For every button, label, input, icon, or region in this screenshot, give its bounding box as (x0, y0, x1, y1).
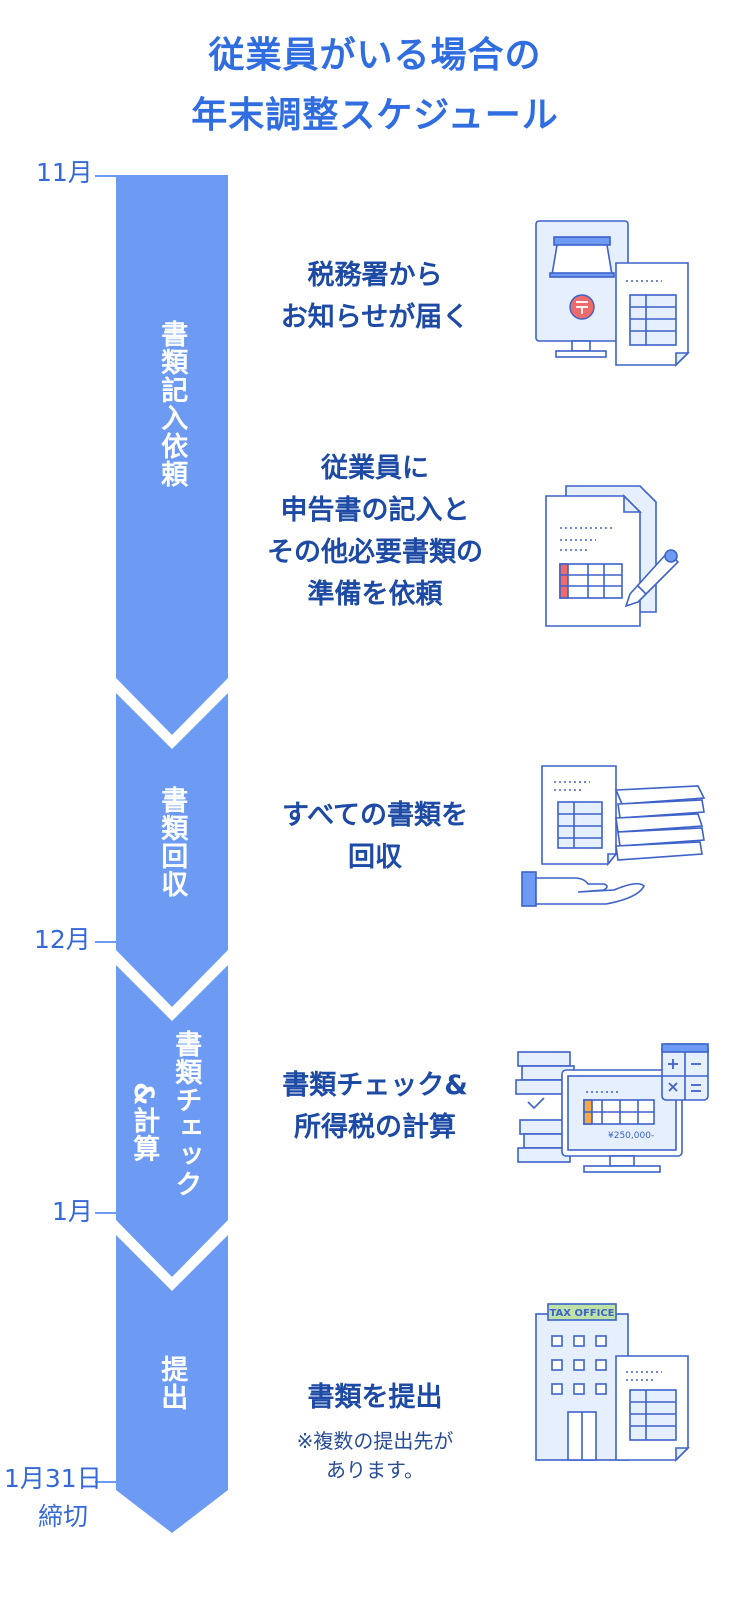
timeline-segment-request (116, 175, 228, 735)
stage-label-submit: 提出 (156, 1355, 188, 1411)
step-check-text: 書類チェック& 所得税の計算 (282, 1070, 468, 1143)
amount-label: ¥250,000- (608, 1131, 654, 1141)
form-with-pencil-icon (545, 485, 680, 627)
month-label-nov: 11月 (36, 158, 93, 187)
step-submit-block: 書類を提出 ※複数の提出先が あります。 (240, 1335, 510, 1527)
page-title-line2: 年末調整スケジュール (191, 95, 559, 136)
timeline-segment-submit (116, 1235, 228, 1533)
stage-label-request: 書類記入依頼 (156, 320, 188, 488)
step-collect-text: すべての書類を 回収 (281, 800, 469, 873)
step-request-text: 従業員に 申告書の記入と その他必要書類の 準備を依頼 (267, 453, 483, 610)
step-notice-text: 税務署から お知らせが届く (280, 260, 470, 333)
documents-in-hand-icon (521, 765, 706, 907)
timeline-segment-check (116, 965, 228, 1277)
tax-office-sign: TAX OFFICE (549, 1308, 614, 1319)
step-submit-note: ※複数の提出先が あります。 (296, 1428, 454, 1482)
month-label-deadline: 1月31日 (4, 1464, 102, 1493)
stage-label-calc: &計算 (128, 1082, 160, 1163)
timeline-segment-collect (116, 693, 228, 1007)
step-submit-text: 書類を提出 (307, 1381, 443, 1413)
tax-office-building-icon: TAX OFFICE (535, 1303, 690, 1462)
page-title-line1: 従業員がいる場合の (208, 35, 542, 76)
computer-calculator-icon: ¥250,000- (515, 1043, 709, 1173)
month-label-dec: 12月 (34, 925, 91, 954)
deadline-label: 締切 (38, 1502, 89, 1531)
tax-office-notice-icon (535, 220, 690, 367)
month-label-jan: 1月 (52, 1197, 93, 1226)
stage-label-check: 書類チェック (170, 1030, 202, 1198)
stage-label-collect: 書類回収 (156, 786, 188, 898)
